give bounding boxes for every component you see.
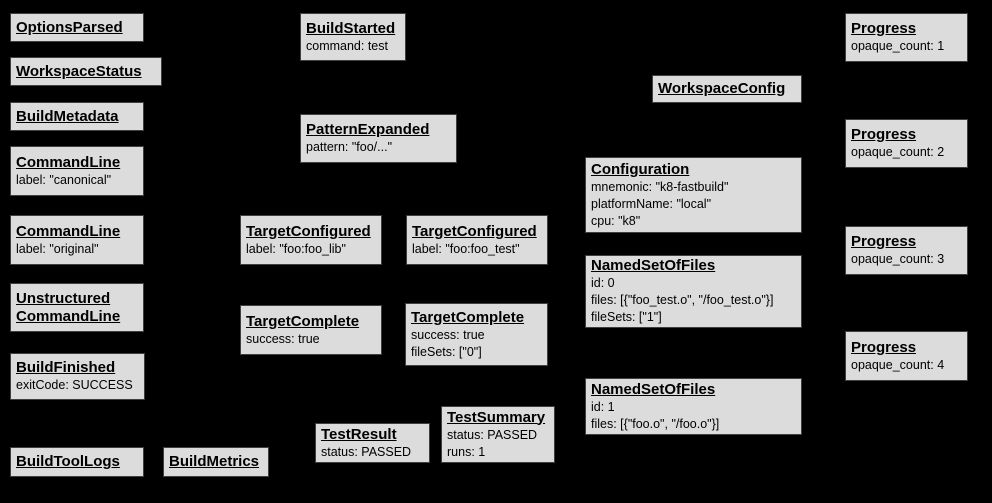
node-field-label: label: "foo:foo_test": [412, 241, 520, 256]
node-title: BuildMetrics: [169, 453, 260, 470]
node-title: TestSummary: [447, 408, 546, 426]
node-target-complete-foo-test: TargetComplete success: true fileSets: […: [405, 303, 548, 366]
node-field-filesets: fileSets: ["0"]: [411, 344, 482, 359]
node-build-started: BuildStarted command: test: [300, 13, 406, 61]
node-title: Unstructured: [16, 289, 111, 307]
node-named-set-of-files-1: NamedSetOfFiles id: 1 files: [{"foo.o", …: [585, 378, 802, 435]
node-title: Progress: [851, 20, 917, 37]
node-title: BuildMetadata: [16, 107, 119, 125]
node-progress-1: Progress opaque_count: 1: [845, 13, 968, 62]
node-title: TargetConfigured: [246, 222, 371, 240]
node-title: TestResult: [321, 425, 397, 443]
node-title: CommandLine: [16, 222, 121, 240]
node-field-filesets: fileSets: ["1"]: [591, 310, 662, 324]
node-title: CommandLine: [16, 153, 121, 171]
node-field-label: label: "canonical": [16, 172, 112, 187]
node-build-metadata: BuildMetadata: [10, 102, 144, 131]
node-field-success: success: true: [246, 331, 320, 346]
node-title: WorkspaceStatus: [16, 62, 142, 80]
node-progress-3: Progress opaque_count: 3: [845, 226, 968, 275]
node-workspace-config: WorkspaceConfig: [652, 75, 802, 103]
node-title: PatternExpanded: [306, 121, 430, 138]
node-build-finished: BuildFinished exitCode: SUCCESS: [10, 353, 145, 400]
node-title: NamedSetOfFiles: [591, 257, 716, 274]
node-build-tool-logs: BuildToolLogs: [10, 447, 144, 477]
node-configuration: Configuration mnemonic: "k8-fastbuild" p…: [585, 157, 802, 233]
node-field-id: id: 1: [591, 399, 615, 414]
node-field-pattern: pattern: "foo/...": [306, 140, 393, 154]
node-title: BuildToolLogs: [16, 453, 120, 470]
node-test-summary: TestSummary status: PASSED runs: 1: [441, 406, 555, 463]
node-field-files: files: [{"foo.o", "/foo.o"}]: [591, 416, 720, 431]
node-title: BuildStarted: [306, 19, 396, 37]
node-command-line-original: CommandLine label: "original": [10, 215, 144, 265]
node-field-command: command: test: [306, 38, 388, 53]
node-title: Progress: [851, 233, 917, 250]
node-title: Progress: [851, 126, 917, 143]
node-target-configured-foo-lib: TargetConfigured label: "foo:foo_lib": [240, 215, 382, 265]
node-field-opaque-count: opaque_count: 4: [851, 357, 945, 372]
node-progress-4: Progress opaque_count: 4: [845, 331, 968, 381]
node-field-status: status: PASSED: [447, 427, 538, 442]
node-field-files: files: [{"foo_test.o", "/foo_test.o"}]: [591, 293, 774, 307]
node-unstructured-command-line: Unstructured CommandLine: [10, 283, 144, 332]
node-field-platform-name: platformName: "local": [591, 196, 712, 211]
node-field-label: label: "original": [16, 241, 99, 256]
node-target-complete-foo-lib: TargetComplete success: true: [240, 305, 382, 355]
node-build-metrics: BuildMetrics: [163, 447, 269, 477]
node-title: WorkspaceConfig: [658, 80, 786, 97]
node-field-mnemonic: mnemonic: "k8-fastbuild": [591, 179, 729, 194]
node-target-configured-foo-test: TargetConfigured label: "foo:foo_test": [406, 215, 548, 265]
node-field-success: success: true: [411, 327, 485, 342]
node-field-opaque-count: opaque_count: 3: [851, 252, 945, 266]
node-title: Configuration: [591, 160, 690, 178]
node-test-result: TestResult status: PASSED: [315, 423, 430, 463]
node-options-parsed: OptionsParsed: [10, 13, 144, 42]
node-field-status: status: PASSED: [321, 444, 412, 459]
node-title: TargetConfigured: [412, 222, 537, 240]
node-field-cpu: cpu: "k8": [591, 213, 641, 228]
node-title: NamedSetOfFiles: [591, 380, 716, 398]
node-command-line-canonical: CommandLine label: "canonical": [10, 146, 144, 196]
node-title: BuildFinished: [16, 359, 116, 376]
node-title: TargetComplete: [246, 312, 360, 330]
node-field-runs: runs: 1: [447, 444, 486, 459]
node-field-opaque-count: opaque_count: 2: [851, 145, 945, 159]
node-named-set-of-files-0: NamedSetOfFiles id: 0 files: [{"foo_test…: [585, 255, 802, 328]
node-workspace-status: WorkspaceStatus: [10, 57, 162, 86]
node-title: TargetComplete: [411, 308, 525, 326]
node-title: OptionsParsed: [16, 18, 123, 36]
node-field-opaque-count: opaque_count: 1: [851, 39, 945, 53]
node-pattern-expanded: PatternExpanded pattern: "foo/...": [300, 114, 457, 163]
node-field-id: id: 0: [591, 276, 615, 290]
node-progress-2: Progress opaque_count: 2: [845, 119, 968, 168]
node-title: Progress: [851, 338, 917, 356]
node-field-exitcode: exitCode: SUCCESS: [16, 378, 133, 392]
node-title-line2: CommandLine: [16, 307, 121, 325]
node-field-label: label: "foo:foo_lib": [246, 241, 346, 256]
